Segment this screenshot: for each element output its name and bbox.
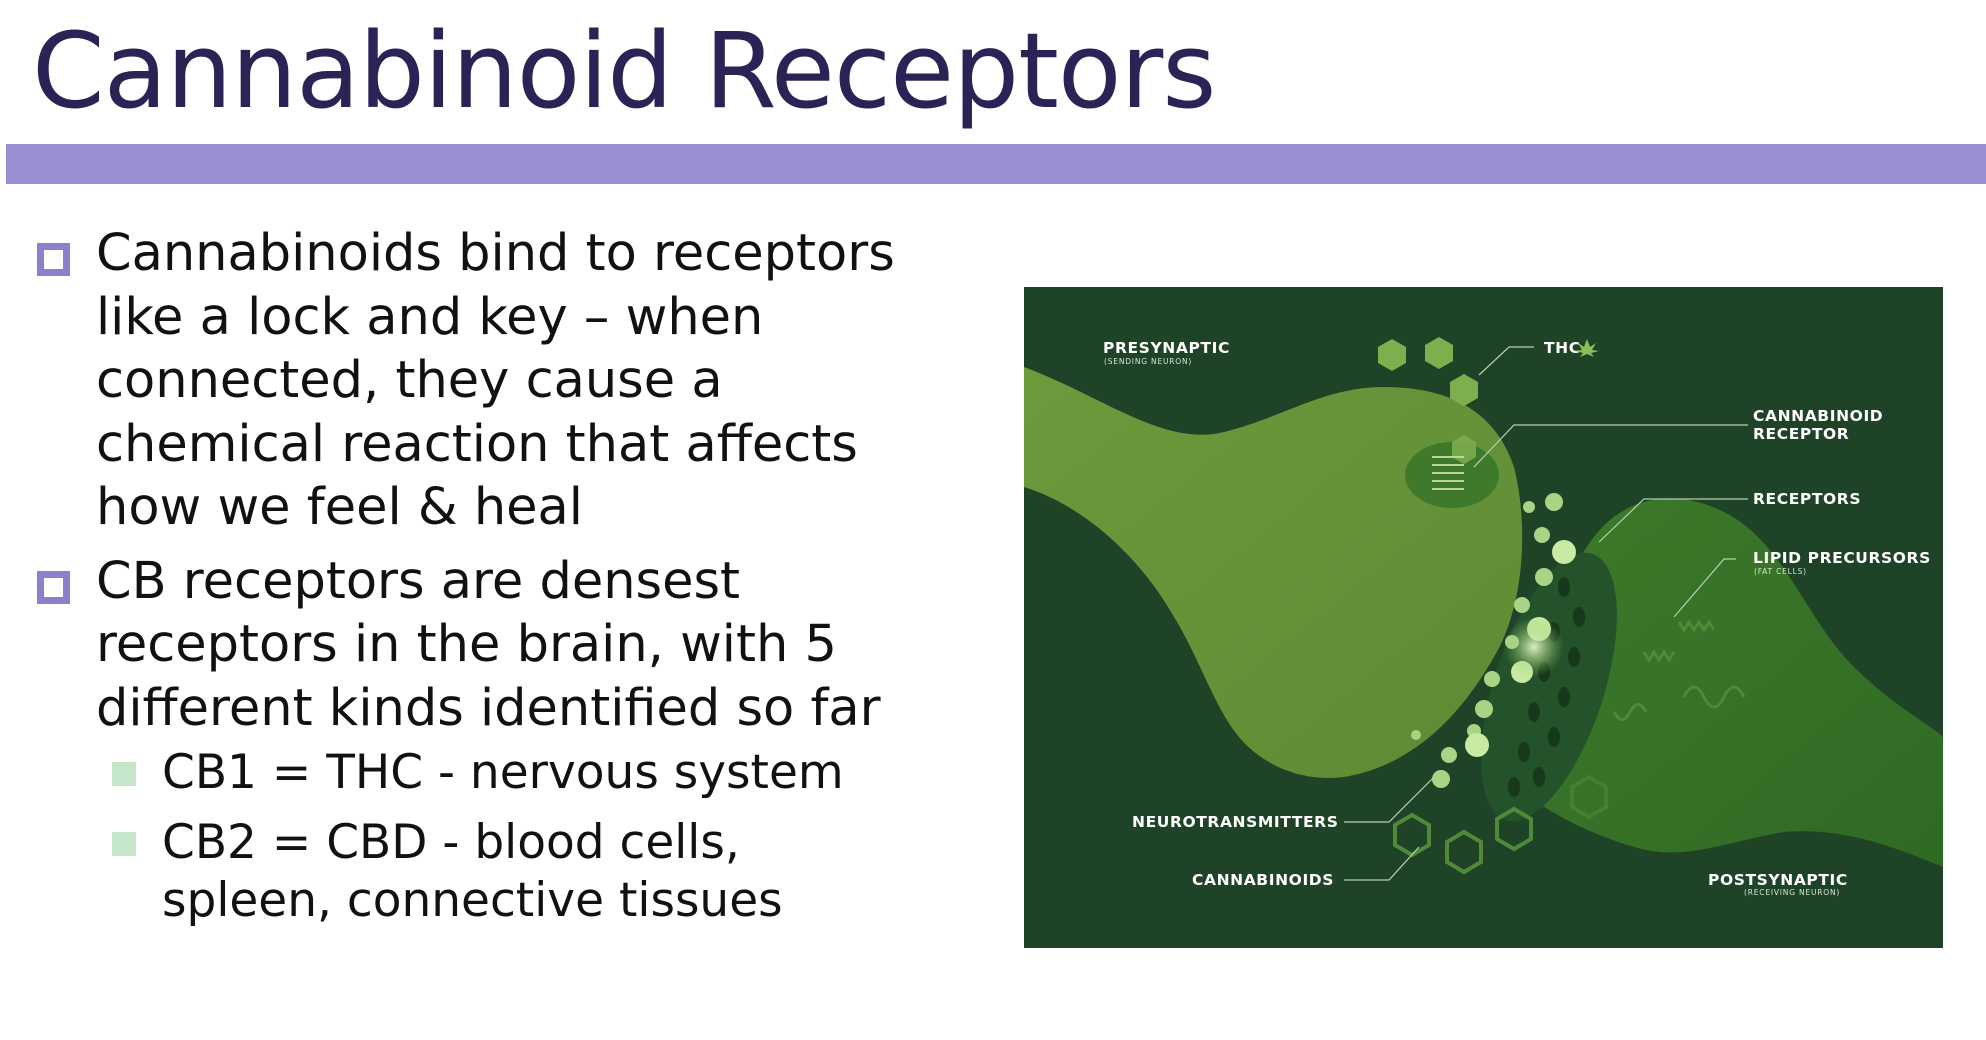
cannabis-leaf-icon: [1575, 339, 1599, 357]
bullet-line: receptors in the brain, with 5: [96, 615, 837, 674]
label-lipid-precursors: LIPID PRECURSORS: [1753, 549, 1931, 567]
receptor-coil: [1432, 456, 1464, 490]
label-thc: THC: [1544, 339, 1581, 357]
bullet-square-icon: [37, 243, 70, 276]
thc-molecules: [1378, 337, 1478, 406]
sub-bullet-item: CB1 = THC - nervous system: [0, 744, 960, 802]
slide-title: Cannabinoid Receptors: [32, 10, 1216, 132]
sub-bullet-square-icon: [112, 762, 136, 786]
receptors-leader-line: [1598, 498, 1748, 543]
lipid-precursors: [1612, 619, 1746, 721]
label-receptors: RECEPTORS: [1753, 490, 1861, 508]
bullet-line: like a lock and key – when: [96, 287, 764, 347]
sub-bullet-line: CB1 = THC - nervous system: [162, 745, 844, 800]
neurotransmitter-dots: [1411, 493, 1576, 788]
neurotransmitters-leader-line: [1344, 776, 1435, 823]
cannabinoid-receptor: [1405, 442, 1499, 508]
bullet-item: CB receptors are densest receptors in th…: [0, 550, 960, 741]
cannabinoid-molecules: [1393, 774, 1608, 875]
lipid-leader-line: [1673, 558, 1736, 618]
sub-bullet-item: CB2 = CBD - blood cells, spleen, connect…: [0, 814, 960, 930]
label-presynaptic: PRESYNAPTIC: [1103, 339, 1230, 357]
bullet-list: Cannabinoids bind to receptors like a lo…: [0, 222, 960, 930]
label-cannabinoid-receptor-line2: RECEPTOR: [1753, 425, 1849, 443]
cannabinoids-leader-line: [1344, 846, 1420, 881]
sub-bullet-line: spleen, connective tissues: [162, 873, 783, 928]
bullet-line: Cannabinoids bind to receptors: [96, 224, 895, 283]
label-presynaptic-sub: (SENDING NEURON): [1104, 357, 1192, 366]
bullet-item: Cannabinoids bind to receptors like a lo…: [0, 222, 960, 540]
label-cannabinoids: CANNABINOIDS: [1192, 871, 1334, 889]
label-lipid-precursors-sub: (FAT CELLS): [1754, 567, 1807, 576]
thc-leader-line: [1478, 346, 1534, 376]
sub-bullet-line: CB2 = CBD - blood cells,: [162, 815, 740, 870]
bullet-line: how we feel & heal: [96, 478, 583, 537]
label-cannabinoid-receptor-line1: CANNABINOID: [1753, 407, 1883, 425]
sub-bullet-square-icon: [112, 832, 136, 856]
presynaptic-neuron: [1024, 367, 1523, 778]
label-neurotransmitters: NEUROTRANSMITTERS: [1132, 813, 1338, 831]
bullet-line: CB receptors are densest: [96, 551, 741, 611]
synapse-illustration: PRESYNAPTIC (SENDING NEURON) THC CANNABI…: [1024, 337, 1943, 897]
bullet-line: connected, they cause a: [96, 351, 723, 410]
synapse-diagram: PRESYNAPTIC (SENDING NEURON) THC CANNABI…: [1024, 287, 1943, 948]
title-accent-bar: [6, 144, 1986, 184]
receptor-slots: [1508, 577, 1585, 797]
receptor-leader-line: [1473, 424, 1748, 468]
bullet-line: different kinds identified so far: [96, 678, 881, 738]
label-postsynaptic: POSTSYNAPTIC: [1708, 871, 1848, 889]
bullet-square-icon: [37, 570, 70, 604]
label-postsynaptic-sub: (RECEIVING NEURON): [1744, 888, 1840, 897]
bullet-line: chemical reaction that affects: [96, 414, 858, 474]
